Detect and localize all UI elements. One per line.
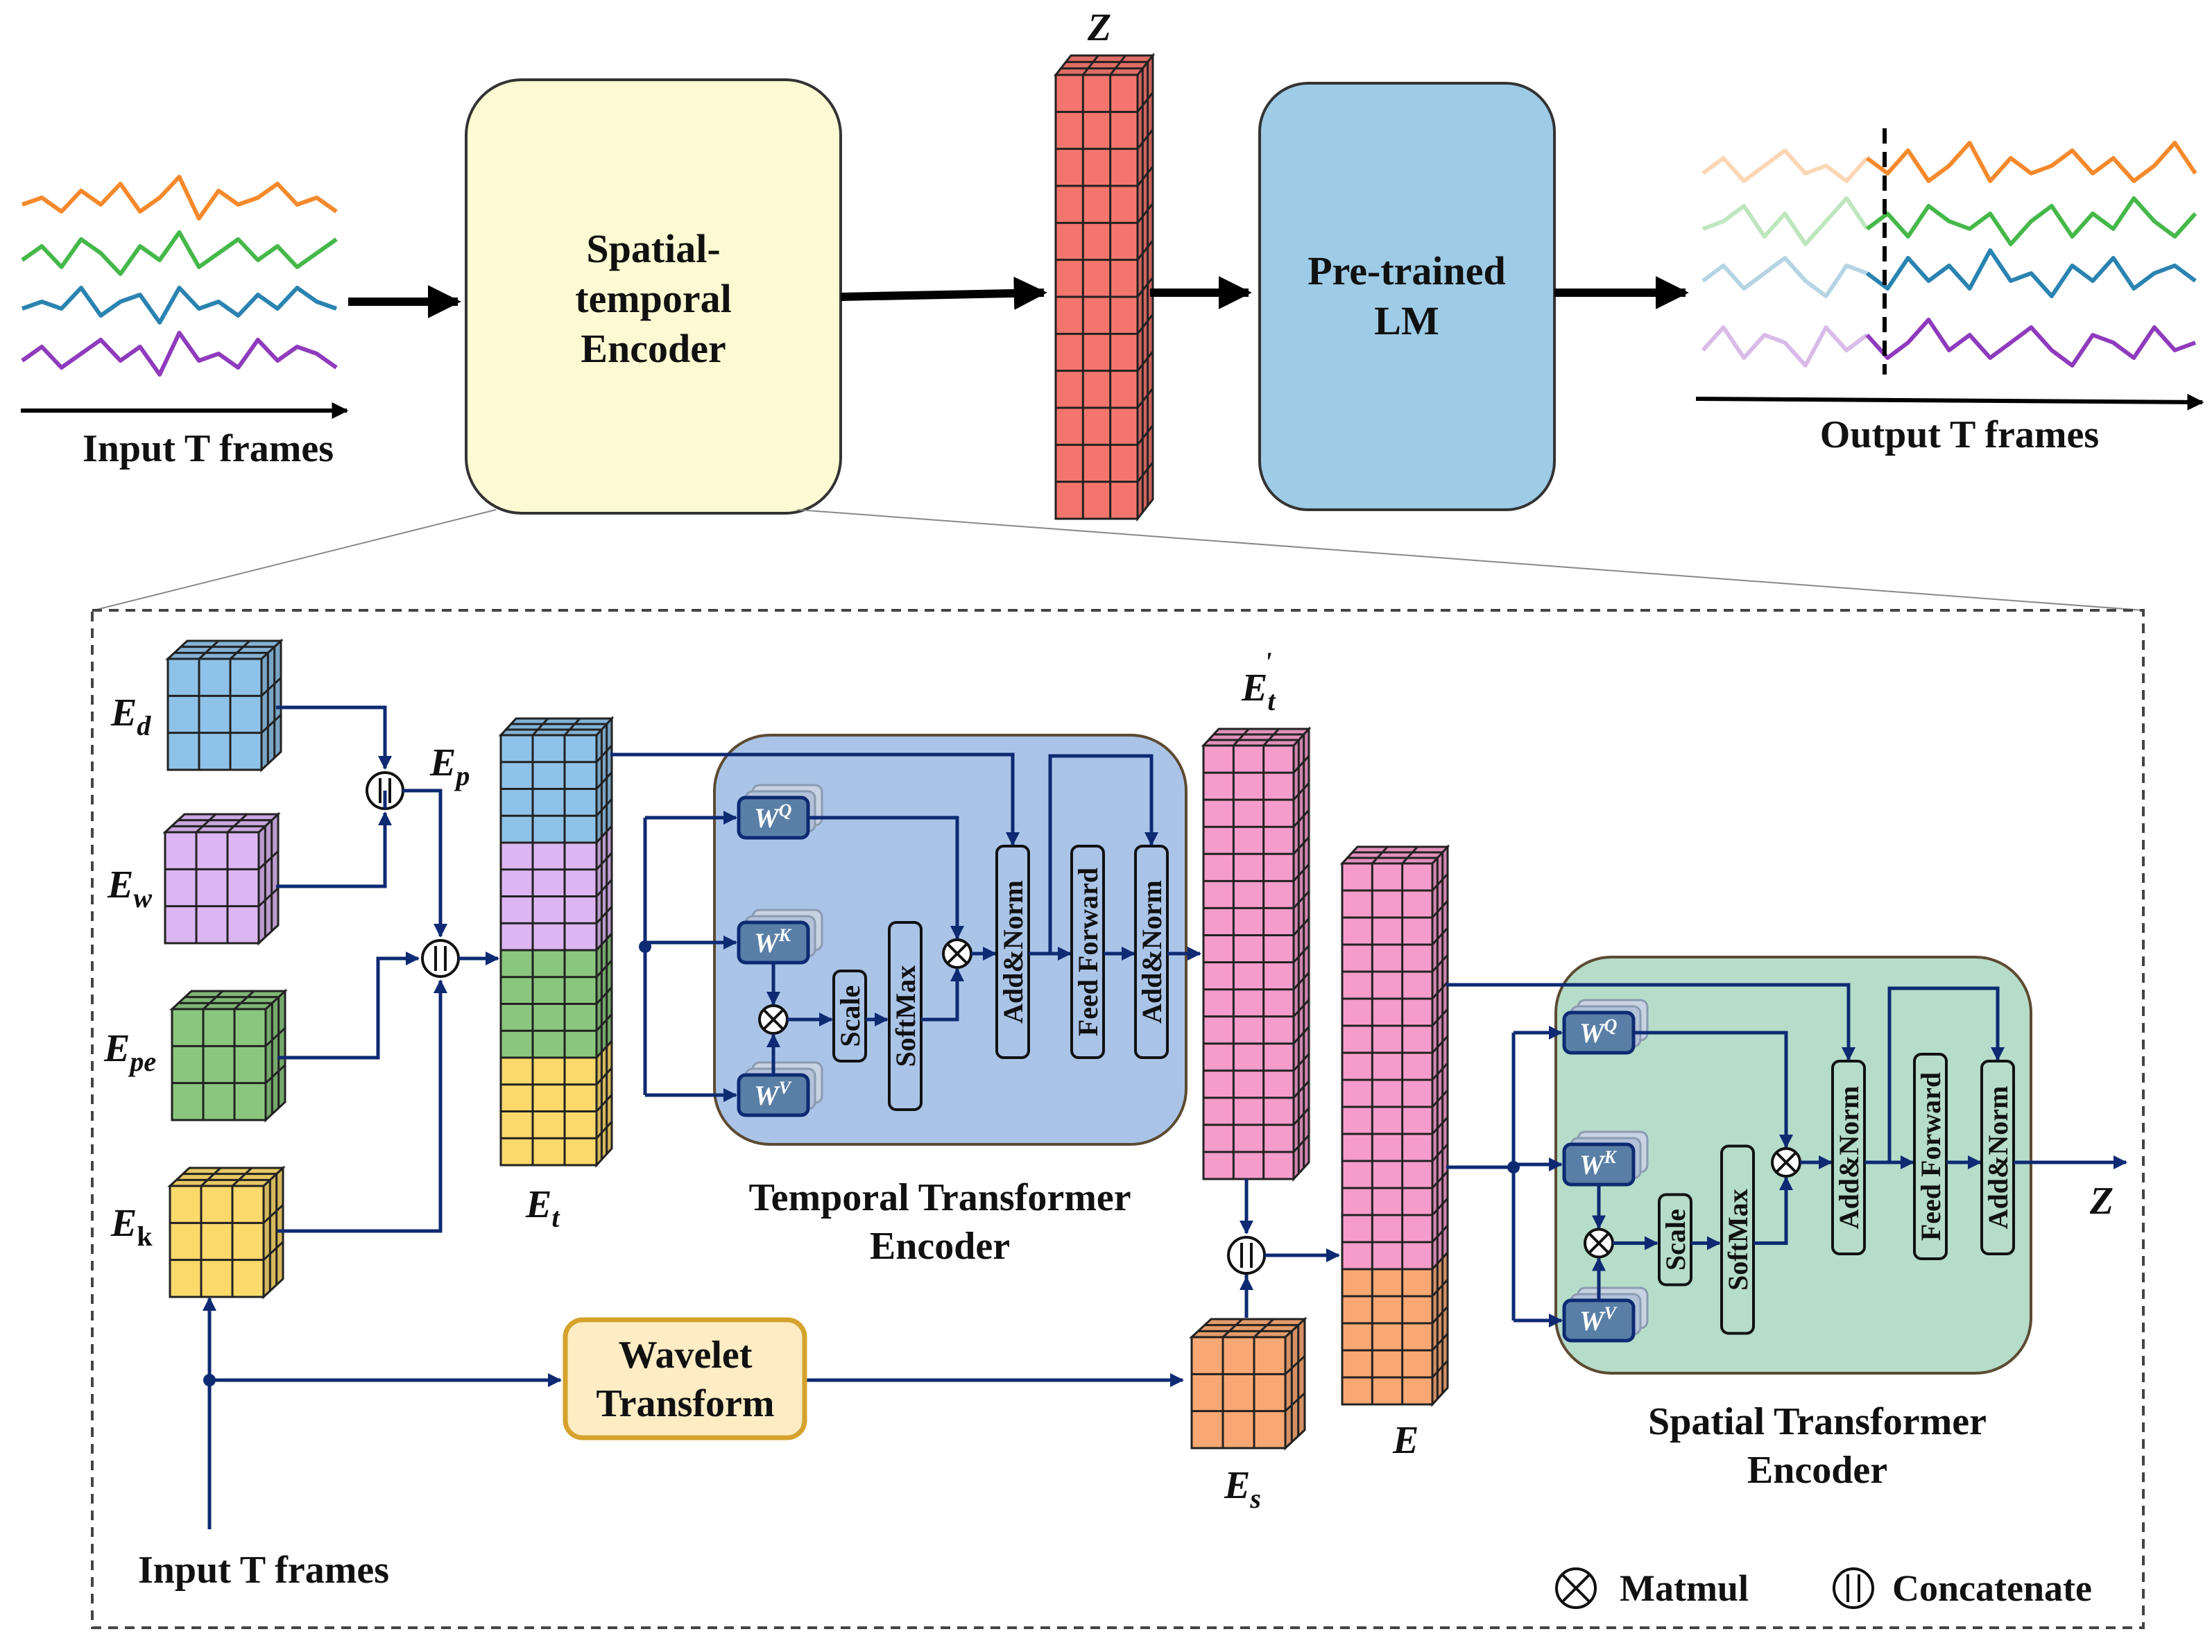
temporal-label-line-2: Encoder — [870, 1225, 1010, 1268]
wavelet-transform-box[interactable] — [563, 1317, 807, 1440]
svg-text:WQ: WQ — [754, 800, 792, 834]
stack-et — [498, 716, 615, 1168]
input-frames-label: Input T frames — [83, 427, 334, 470]
spatial-internals: WQ WK WV Scale SoftMax Add&Norm Feed Forward Ad… — [1446, 983, 2127, 1343]
legend-matmul-label: Matmul — [1620, 1567, 1749, 1609]
spatial-addnorm-2 — [1980, 1060, 2015, 1255]
svg-text:Scale: Scale — [1660, 1209, 1691, 1271]
pretrained-lm-box[interactable] — [1258, 82, 1556, 511]
legend: Matmul Concatenate — [1555, 1567, 2092, 1609]
temporal-label-line-1: Temporal Transformer — [748, 1176, 1131, 1219]
input-series-line-3 — [21, 331, 338, 377]
cube-ew — [162, 811, 281, 946]
e-label: E — [1392, 1419, 1418, 1462]
cube-epe — [169, 988, 288, 1123]
spatial-label-line-1: Spatial Transformer — [1648, 1400, 1987, 1443]
svg-text:WQ: WQ — [1579, 1015, 1618, 1049]
input-series-line-1 — [21, 230, 338, 276]
et-label: Et — [525, 1183, 560, 1233]
svg-text:SoftMax: SoftMax — [890, 965, 921, 1067]
ep-label: Ep — [429, 741, 470, 791]
output-forecast-line-0 — [1865, 141, 2197, 183]
svg-text:Feed Forward: Feed Forward — [1072, 868, 1104, 1036]
encoder-label-line-3: Encoder — [581, 326, 726, 371]
svg-text:Add&Norm: Add&Norm — [997, 880, 1029, 1024]
input-series-line-2 — [22, 286, 337, 325]
output-history-line-1 — [1701, 196, 1869, 246]
cube-ed — [165, 638, 284, 773]
left-wiring — [203, 705, 1340, 1529]
output-forecast-line-3 — [1865, 318, 2197, 368]
output-history-line-2 — [1701, 256, 1868, 298]
output-series-plot — [1701, 141, 2197, 368]
epe-label: Epe — [103, 1027, 156, 1077]
wavelet-label-line-2: Transform — [596, 1382, 774, 1425]
spatial-feedforward — [1913, 1053, 1948, 1260]
ek-label: Ek — [110, 1202, 153, 1252]
svg-text:Scale: Scale — [834, 986, 866, 1047]
spatial-softmax-box — [1720, 1144, 1755, 1335]
output-forecast-line-2 — [1865, 248, 2197, 298]
input-series-plot — [21, 175, 338, 377]
temporal-scale-box — [832, 970, 867, 1062]
zoom-guide-left — [93, 509, 497, 611]
output-history-line-0 — [1701, 148, 1869, 183]
input-series-line-0 — [22, 175, 338, 221]
svg-text:WK: WK — [1579, 1147, 1618, 1180]
et-prime-label: Et' — [1241, 646, 1276, 716]
spatial-scale-box — [1658, 1193, 1692, 1287]
z-embedding-stack — [1053, 52, 1156, 522]
output-frames-label: Output T frames — [1820, 413, 2099, 456]
stack-e — [1339, 844, 1450, 1407]
svg-text:WV: WV — [1579, 1303, 1618, 1336]
legend-concatenate-label: Concatenate — [1892, 1567, 2092, 1609]
concat-node-e — [1227, 1236, 1266, 1275]
zoom-guide-right — [797, 509, 2144, 611]
embedding-cubes — [162, 638, 1450, 1451]
output-history-line-3 — [1701, 325, 1869, 368]
output-time-axis — [1695, 393, 2204, 411]
z-output-label: Z — [2089, 1180, 2114, 1223]
svg-text:SoftMax: SoftMax — [1722, 1189, 1754, 1291]
svg-text:Feed Forward: Feed Forward — [1915, 1072, 1946, 1241]
cube-es — [1189, 1316, 1308, 1451]
spatial-addnorm-1 — [1831, 1060, 1866, 1255]
encoder-label-line-1: Spatial- — [586, 226, 720, 271]
encoder-detail-panel — [91, 609, 2145, 1629]
z-stack-cells — [1053, 52, 1156, 522]
lm-label-line-1: Pre-trained — [1308, 248, 1506, 293]
arrow-encoder-to-z — [840, 276, 1047, 310]
svg-text:WK: WK — [754, 925, 792, 958]
temporal-internals: WQ WK WV Scale SoftMax Add&Norm Feed Forward Ad… — [610, 752, 1201, 1117]
svg-text:Add&Norm: Add&Norm — [1136, 880, 1167, 1024]
ed-label: Ed — [110, 691, 151, 741]
svg-text:Add&Norm: Add&Norm — [1982, 1086, 2014, 1230]
svg-text:Add&Norm: Add&Norm — [1833, 1086, 1864, 1230]
temporal-softmax-box — [888, 921, 923, 1111]
concat-node-et — [421, 939, 460, 978]
ew-label: Ew — [107, 863, 152, 913]
encoder-label-line-2: temporal — [575, 276, 732, 321]
concatenate-legend-icon — [1833, 1567, 1874, 1609]
wavelet-label-line-1: Wavelet — [619, 1334, 753, 1377]
output-forecast-line-1 — [1865, 196, 2197, 246]
cube-ek — [167, 1165, 286, 1300]
svg-text:WV: WV — [754, 1078, 793, 1111]
lm-label-line-2: LM — [1374, 298, 1439, 343]
spatial-label-line-2: Encoder — [1747, 1449, 1887, 1492]
detail-input-frames-label: Input T frames — [138, 1549, 389, 1592]
stack-et-prime — [1201, 726, 1312, 1182]
z-top-label: Z — [1087, 6, 1111, 49]
es-label: Es — [1224, 1464, 1261, 1514]
